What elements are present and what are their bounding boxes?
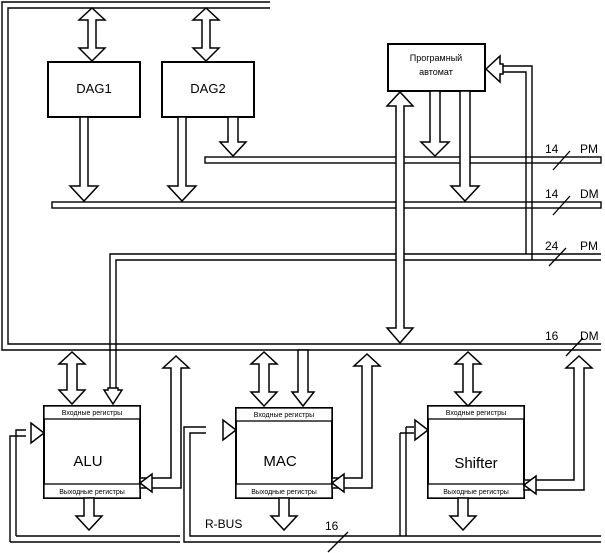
rbus-width: 16 [325, 519, 339, 533]
mac-label: MAC [263, 453, 297, 470]
alu-input-registers-label: Входные регистры [62, 410, 122, 417]
dm-address-width-mark [552, 195, 571, 216]
pm-bus-feedback-loop [503, 65, 533, 260]
alu-output-arrowhead [138, 472, 153, 494]
mac-to-rbus-arrow [269, 497, 299, 532]
sequencer-to-dm-address-arrow [449, 90, 481, 203]
pm-data-bus [109, 253, 601, 390]
dm-data-name: DM [580, 329, 599, 343]
mac-pm-input-arrow [290, 349, 316, 408]
alu-dm-input-arrow [57, 350, 87, 406]
shifter-block [427, 405, 525, 499]
shifter-label: Shifter [454, 455, 497, 472]
program-sequencer-block [387, 43, 486, 92]
pm-address-width: 14 [545, 142, 559, 156]
alu-output-registers-label: Выходные регистры [59, 489, 125, 496]
alu-input-registers [43, 405, 141, 420]
dm-data-width-mark [565, 337, 584, 357]
dag2-to-dm-address-arrow [166, 116, 198, 203]
alu-pm-input-arrow [102, 387, 124, 406]
dag2-block [161, 61, 255, 118]
pm-data-width-mark [548, 247, 567, 267]
dag1-block [47, 61, 141, 118]
mac-dm-input-arrow [249, 350, 279, 408]
sequencer-to-pm-address-arrow [419, 90, 451, 158]
shifter-output-to-dm-arrow [523, 354, 594, 491]
r-bus [9, 426, 601, 543]
shifter-output-arrowhead [522, 474, 537, 496]
shifter-input-registers [427, 405, 525, 420]
mac-input-registers-label: Входные регистры [254, 412, 314, 419]
shifter-output-registers-label: Выходные регистры [443, 489, 509, 496]
rbus-to-shifter-arrow [414, 418, 430, 442]
dag1-to-dm-address-arrow [68, 116, 100, 203]
mac-output-registers-label: Выходные регистры [251, 489, 317, 496]
dm-address-width: 14 [545, 187, 559, 201]
shifter-input-registers-label: Входные регистры [446, 410, 506, 417]
sequencer-label-line1: Програмный [410, 53, 462, 63]
dm-data-width: 16 [545, 329, 559, 343]
shifter-to-rbus-arrow [448, 497, 478, 532]
rbus-label: R-BUS [205, 517, 242, 531]
sequencer-label-line2: автомат [419, 67, 453, 77]
dm-address-name: DM [580, 187, 599, 201]
dag2-bus-arrow [191, 6, 221, 63]
dag2-label: DAG2 [190, 81, 225, 96]
mac-input-registers [235, 407, 333, 422]
shifter-output-registers [427, 483, 525, 499]
alu-output-to-dm-arrow [139, 354, 191, 489]
dag1-label: DAG1 [76, 81, 111, 96]
dag2-to-pm-address-arrow [218, 116, 248, 158]
shifter-dm-input-arrow [453, 350, 483, 408]
pm-address-name: PM [580, 142, 598, 156]
rbus-to-alu-arrow [30, 421, 46, 445]
mac-output-arrowhead [330, 472, 345, 494]
alu-to-rbus-arrow [74, 497, 104, 532]
dm-address-bus [51, 201, 602, 209]
pm-address-width-mark [552, 150, 571, 171]
pm-data-width: 24 [545, 239, 559, 253]
dag1-bus-arrow [77, 6, 107, 63]
rbus-to-mac-arrow [222, 418, 238, 442]
pm-bus-to-sequencer-arrow [484, 54, 504, 84]
pm-data-name: PM [580, 239, 598, 253]
alu-label: ALU [73, 453, 102, 470]
sequencer-dm-data-arrow [385, 90, 415, 345]
mac-output-to-dm-arrow [331, 352, 382, 489]
